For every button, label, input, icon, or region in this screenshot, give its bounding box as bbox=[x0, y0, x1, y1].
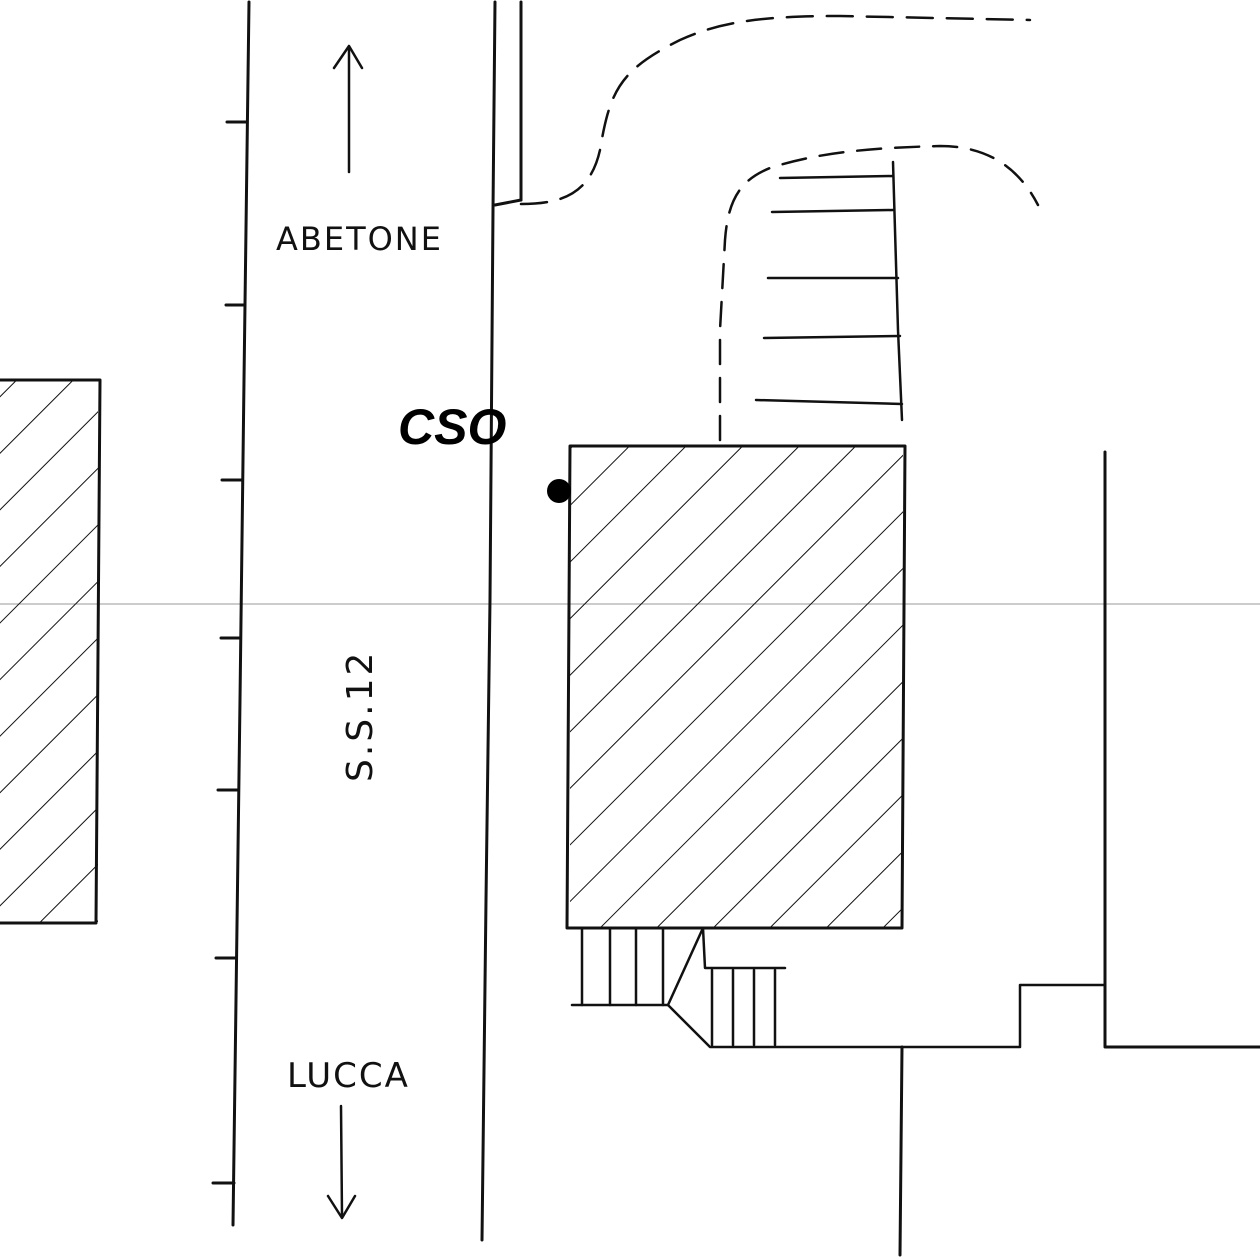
road-left-edge bbox=[211, 0, 251, 1227]
building-main bbox=[565, 444, 907, 930]
property-lines bbox=[898, 450, 1260, 1257]
parking-area bbox=[718, 144, 1040, 442]
dashed-driveway bbox=[519, 14, 1032, 206]
south-destination-label: LUCCA bbox=[287, 1056, 410, 1096]
filled-circle-icon bbox=[547, 479, 571, 503]
arrow-up-icon bbox=[332, 44, 364, 174]
road-name-label: S.S.12 bbox=[340, 650, 381, 782]
building-left bbox=[0, 378, 102, 925]
point-label: CSO bbox=[398, 399, 506, 455]
north-destination-label: ABETONE bbox=[276, 220, 443, 258]
road-right-edge bbox=[480, 0, 523, 1242]
arrow-down-icon bbox=[326, 1104, 357, 1220]
stairs bbox=[570, 926, 1107, 1049]
